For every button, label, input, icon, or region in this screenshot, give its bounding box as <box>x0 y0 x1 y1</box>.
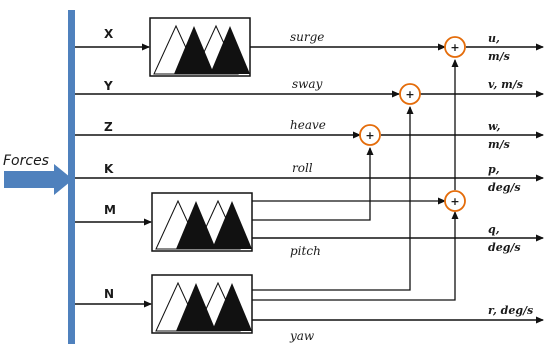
signal-label-surge: surge <box>290 30 324 44</box>
signal-label-roll: roll <box>292 161 313 175</box>
signal-label-heave: heave <box>290 118 326 132</box>
fuzzy-block-surge <box>149 17 251 77</box>
output-label-q-unit: deg/s <box>488 241 521 254</box>
input-label-x: X <box>104 27 114 41</box>
pitch-to-heave-feed <box>252 147 374 221</box>
output-label-p: p, <box>488 163 500 176</box>
svg-text:+: + <box>450 41 459 54</box>
signal-label-pitch: pitch <box>290 244 321 258</box>
output-label-w: w, <box>488 120 501 133</box>
output-label-u-unit: m/s <box>488 50 510 63</box>
input-bus-bar <box>68 10 75 344</box>
forces-label: Forces <box>3 153 49 169</box>
input-label-y: Y <box>103 79 113 93</box>
summing-junction-sway: + <box>399 83 421 105</box>
summing-junction-heave: + <box>359 124 381 146</box>
input-label-z: Z <box>104 120 113 134</box>
svg-text:+: + <box>450 195 459 208</box>
yaw-to-q-feed <box>252 211 459 301</box>
summing-junction-pitch: + <box>444 190 466 212</box>
svg-text:+: + <box>405 88 414 101</box>
summing-junction-surge: + <box>444 36 466 58</box>
input-label-m: M <box>104 203 116 217</box>
signal-label-sway: sway <box>292 77 323 91</box>
input-label-k: K <box>104 162 114 176</box>
output-label-v: v, m/s <box>488 78 523 91</box>
output-label-u: u, <box>488 32 500 45</box>
input-label-n: N <box>104 287 114 301</box>
fuzzy-block-pitch <box>151 192 253 252</box>
svg-text:+: + <box>365 129 374 142</box>
yaw-to-sway-feed <box>252 106 414 291</box>
output-label-p-unit: deg/s <box>488 181 521 194</box>
signal-label-yaw: yaw <box>289 329 315 343</box>
fuzzy-block-yaw <box>151 274 253 334</box>
output-label-r: r, deg/s <box>488 304 533 317</box>
forces-input-arrow <box>4 164 73 195</box>
output-label-q: q, <box>488 223 500 236</box>
output-label-w-unit: m/s <box>488 138 510 151</box>
